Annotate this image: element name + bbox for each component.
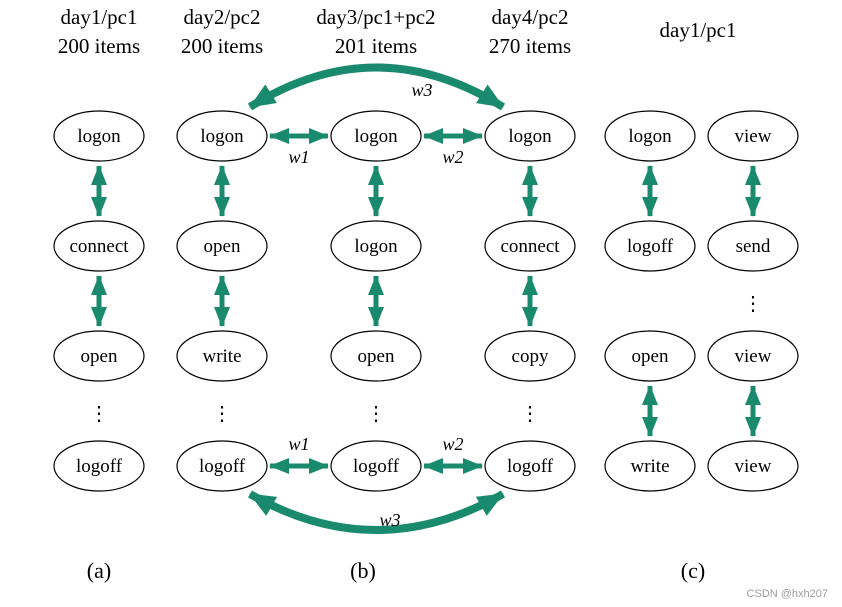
panel-a-header: day1/pc1 200 items <box>58 5 140 58</box>
w3-top-label: w3 <box>411 80 432 100</box>
panel-b-col2-header-line2: 201 items <box>335 34 417 58</box>
panel-c-left-node-2: logoff <box>604 220 696 272</box>
svg-text:logoff: logoff <box>627 236 674 257</box>
svg-text:logon: logon <box>508 126 552 147</box>
panel-c-right-node-4: view <box>707 440 799 492</box>
panel-a-node-2: connect <box>53 220 145 272</box>
svg-text:logon: logon <box>200 126 244 147</box>
svg-text:logon: logon <box>77 126 121 147</box>
panel-c-label: (c) <box>681 558 705 583</box>
panel-c-right-node-2: send <box>707 220 799 272</box>
panel-b-col1-node-1: logon <box>176 110 268 162</box>
svg-text:logoff: logoff <box>353 456 400 477</box>
svg-text:open: open <box>358 346 395 367</box>
w3-bottom-label: w3 <box>379 510 400 530</box>
svg-text:copy: copy <box>512 346 549 367</box>
svg-text:logon: logon <box>354 126 398 147</box>
panel-b-col3-node-4: logoff <box>484 440 576 492</box>
panel-b-col2-node-1: logon <box>330 110 422 162</box>
panel-b-col2-node-2: logon <box>330 220 422 272</box>
panel-a-header-line1: day1/pc1 <box>61 5 138 29</box>
panel-b-col2-node-4: logoff <box>330 440 422 492</box>
svg-text:write: write <box>202 346 241 367</box>
panel-b-col1-node-2: open <box>176 220 268 272</box>
panel-a-header-line2: 200 items <box>58 34 140 58</box>
panel-a-ellipsis: ⋮ <box>89 403 109 425</box>
vertical-arrows <box>91 165 761 437</box>
panel-a-node-3: open <box>53 330 145 382</box>
watermark: CSDN @hxh207 <box>747 588 828 600</box>
panel-a-label: (a) <box>87 558 111 583</box>
panel-b-col2-node-3: open <box>330 330 422 382</box>
panel-b-col2-header-line1: day3/pc1+pc2 <box>316 5 435 29</box>
panel-a-node-4: logoff <box>53 440 145 492</box>
panel-b-col3-node-2: connect <box>484 220 576 272</box>
panel-c-left-node-3: open <box>604 330 696 382</box>
panel-b-col3-ellipsis: ⋮ <box>520 403 540 425</box>
panel-b-col2-ellipsis: ⋮ <box>366 403 386 425</box>
panel-c-right-node-1: view <box>707 110 799 162</box>
panel-b-col3-header-line1: day4/pc2 <box>492 5 569 29</box>
svg-text:logon: logon <box>628 126 672 147</box>
panel-b-col3-header-line2: 270 items <box>489 34 571 58</box>
svg-text:view: view <box>735 456 772 477</box>
panel-b-col1-node-3: write <box>176 330 268 382</box>
panel-b-col3-node-3: copy <box>484 330 576 382</box>
panel-b-headers: day2/pc2 200 items day3/pc1+pc2 201 item… <box>181 5 571 58</box>
svg-text:connect: connect <box>69 236 129 257</box>
panel-c-ellipsis: ⋮ <box>743 293 763 315</box>
svg-text:logoff: logoff <box>199 456 246 477</box>
panel-b-col1-ellipsis: ⋮ <box>212 403 232 425</box>
panel-b-col1-header-line2: 200 items <box>181 34 263 58</box>
panel-c-header: day1/pc1 <box>660 18 737 42</box>
w1-bottom-label: w1 <box>288 434 309 454</box>
svg-text:view: view <box>735 126 772 147</box>
w3-top-arc <box>247 63 506 111</box>
panel-b-col3-node-1: logon <box>484 110 576 162</box>
w2-top-label: w2 <box>442 147 463 167</box>
svg-text:open: open <box>81 346 118 367</box>
panel-a-node-1: logon <box>53 110 145 162</box>
svg-text:send: send <box>736 236 771 257</box>
panel-b-label: (b) <box>350 558 376 583</box>
svg-text:open: open <box>204 236 241 257</box>
svg-text:connect: connect <box>500 236 560 257</box>
svg-text:logoff: logoff <box>76 456 123 477</box>
svg-text:logoff: logoff <box>507 456 554 477</box>
svg-text:view: view <box>735 346 772 367</box>
svg-text:write: write <box>630 456 669 477</box>
w2-bottom-label: w2 <box>442 434 463 454</box>
svg-text:open: open <box>632 346 669 367</box>
svg-text:logon: logon <box>354 236 398 257</box>
panel-b-col1-node-4: logoff <box>176 440 268 492</box>
w1-top-label: w1 <box>288 147 309 167</box>
panel-c-left-node-4: write <box>604 440 696 492</box>
panel-c-left-node-1: logon <box>604 110 696 162</box>
w3-bottom-arc <box>248 490 505 534</box>
panel-c-right-node-3: view <box>707 330 799 382</box>
panel-b-col1-header-line1: day2/pc2 <box>184 5 261 29</box>
